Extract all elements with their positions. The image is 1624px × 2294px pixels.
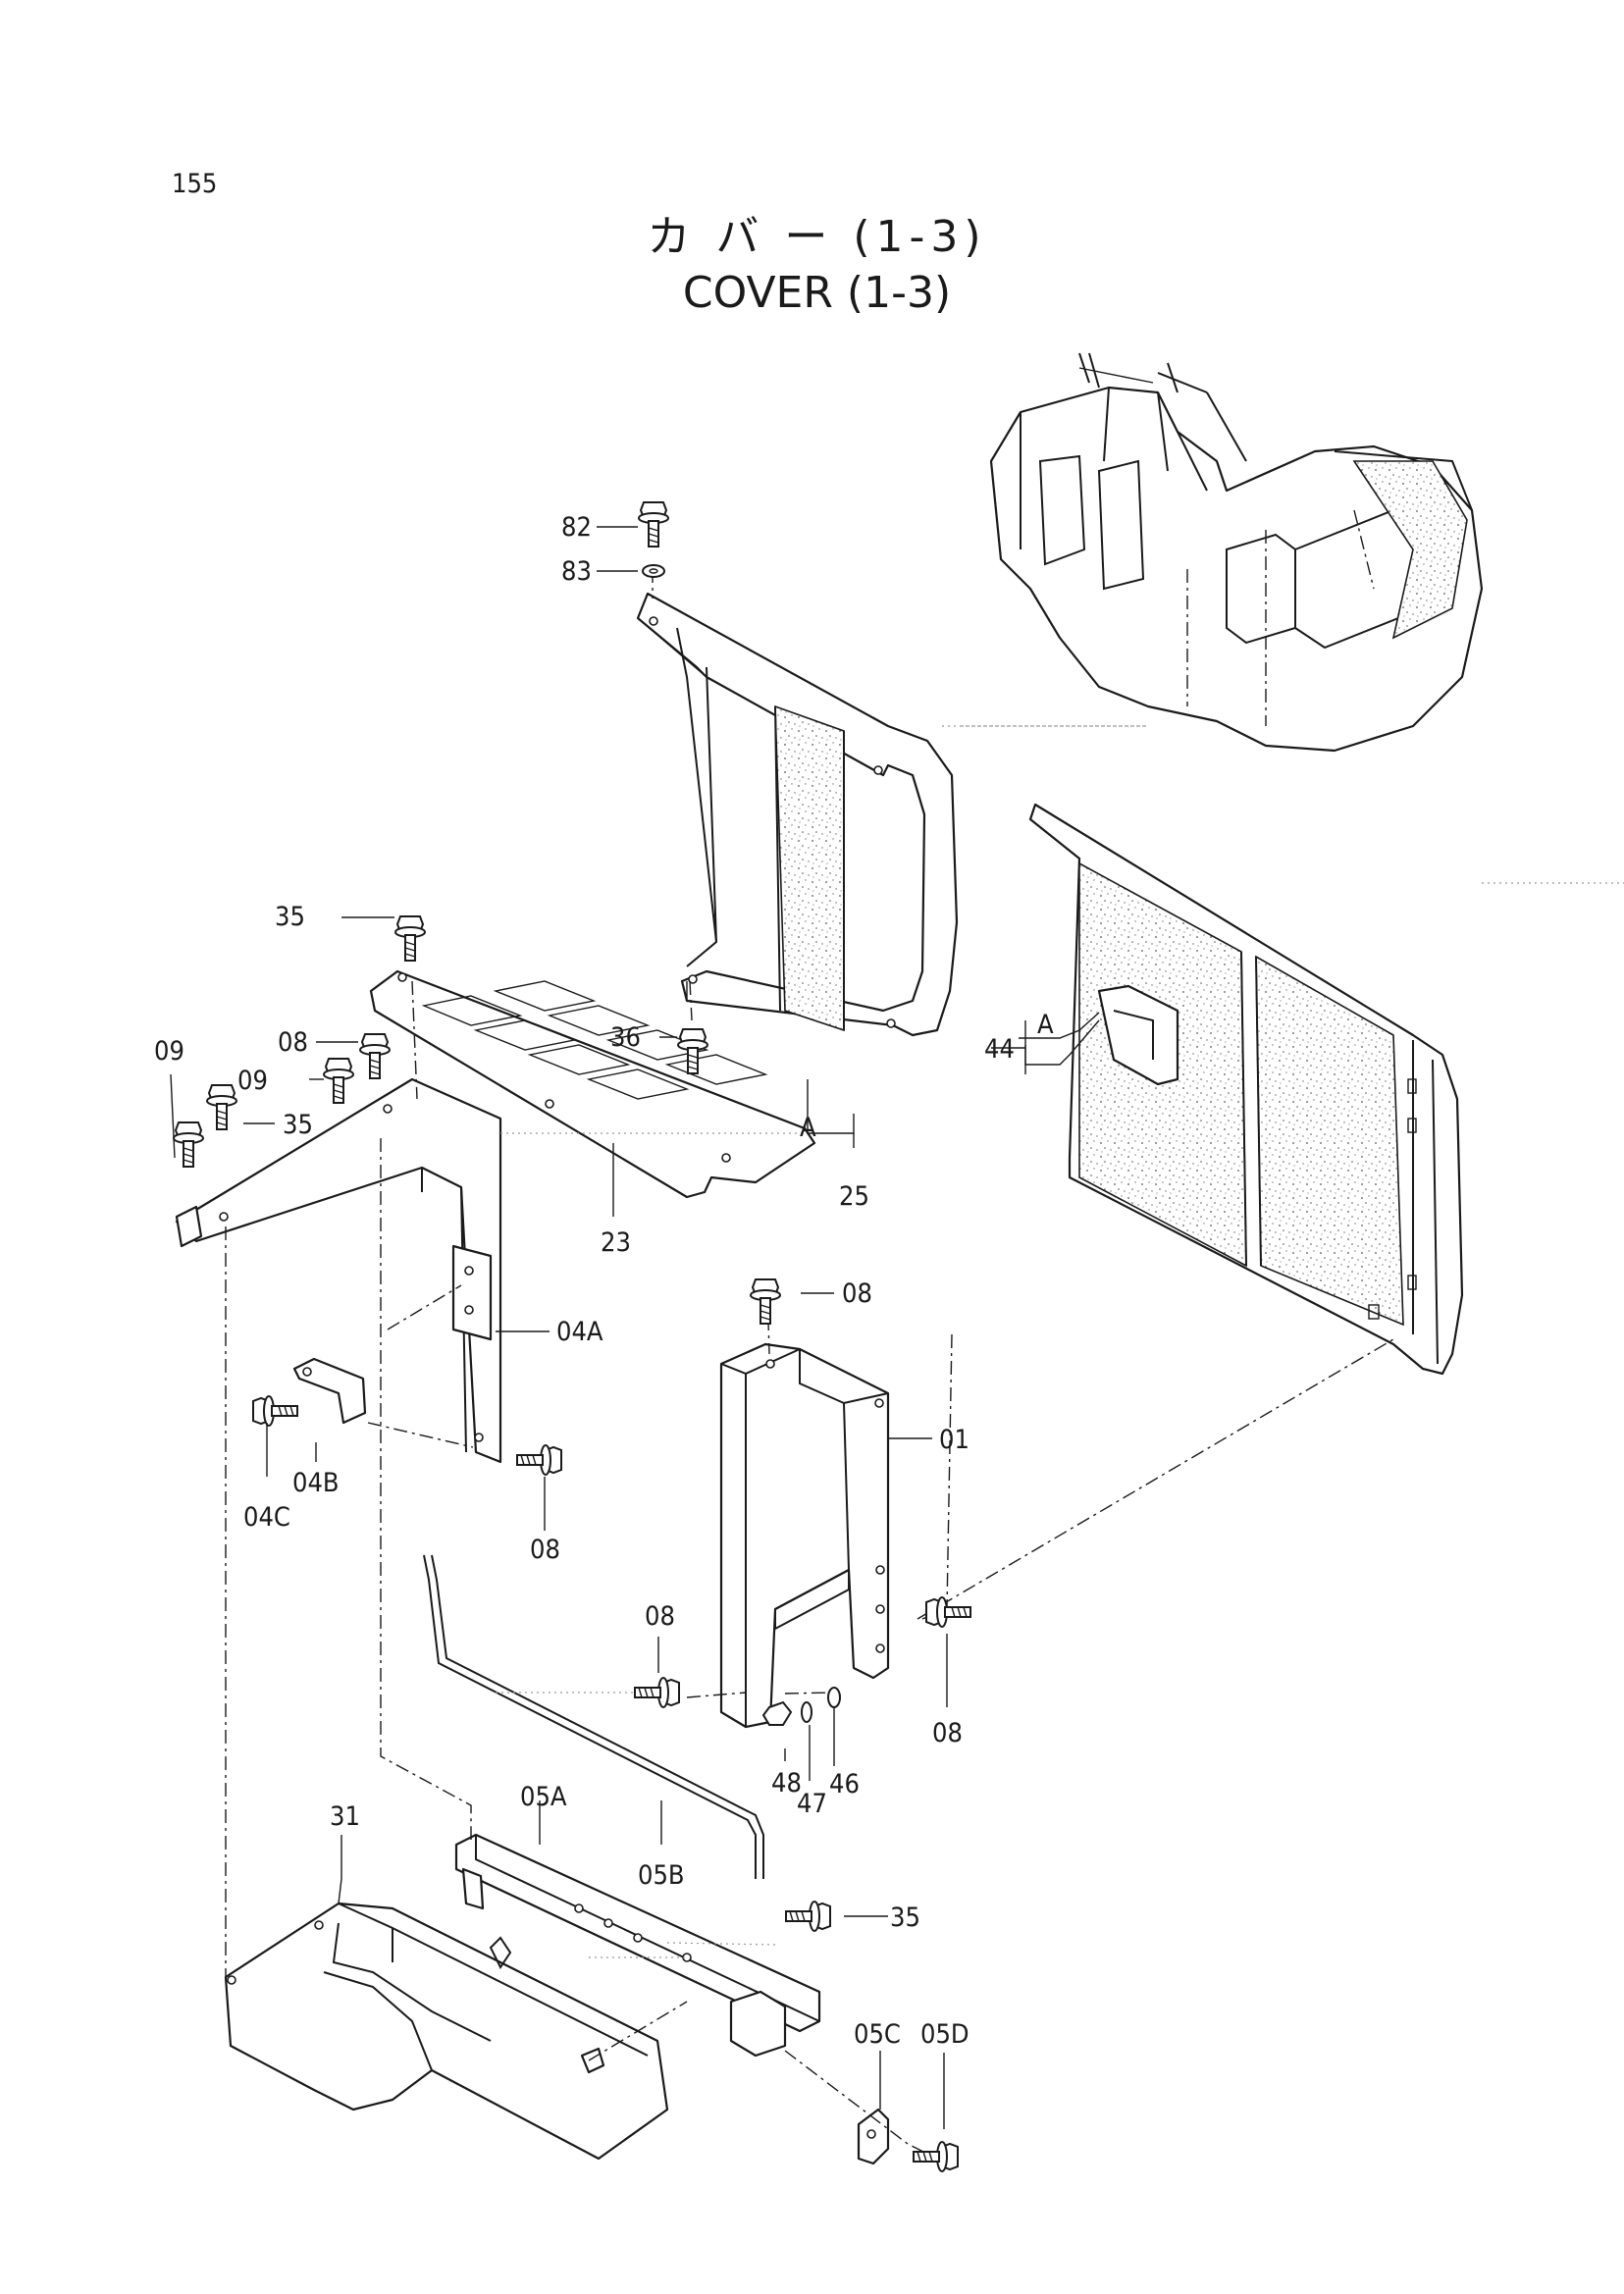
title-japanese: カ バ ー (1-3) bbox=[647, 212, 987, 262]
callout-23: 23 bbox=[601, 1227, 631, 1258]
hex-flange-bolt-icon bbox=[925, 1596, 971, 1628]
callout-04A: 04A bbox=[556, 1317, 603, 1347]
hex-flange-bolt-icon bbox=[323, 1058, 354, 1104]
callout-31: 31 bbox=[330, 1801, 360, 1832]
cover-part-25 bbox=[636, 592, 1148, 1037]
callout-48: 48 bbox=[771, 1768, 802, 1799]
frame-part-01 bbox=[719, 1342, 890, 1729]
hex-flange-bolt-icon bbox=[785, 1901, 831, 1932]
callout-labels: 82 83 35 36 09 08 09 35 A 25 23 A 44 04A… bbox=[154, 512, 1054, 2050]
machine-overview-illustration bbox=[962, 352, 1624, 884]
bracket-part-05C bbox=[857, 2108, 890, 2165]
callout-04C: 04C bbox=[243, 1502, 290, 1533]
callout-83: 83 bbox=[561, 556, 592, 587]
hex-nut-icon bbox=[761, 1700, 793, 1726]
callout-35: 35 bbox=[283, 1110, 313, 1140]
duct-part-31 bbox=[224, 1902, 669, 2161]
rod-part-05B bbox=[423, 1554, 764, 1879]
callout-08: 08 bbox=[645, 1601, 675, 1632]
callout-25: 25 bbox=[839, 1181, 869, 1212]
callout-46: 46 bbox=[829, 1769, 860, 1799]
callout-47: 47 bbox=[797, 1789, 827, 1819]
plate-part-23 bbox=[369, 969, 816, 1199]
callout-A: A bbox=[1037, 1010, 1054, 1040]
bar-part-05A bbox=[454, 1833, 821, 2058]
washer-icon bbox=[801, 1701, 812, 1723]
callout-A: A bbox=[800, 1113, 816, 1143]
callout-09: 09 bbox=[154, 1036, 184, 1067]
hex-flange-bolt-icon bbox=[638, 501, 669, 547]
hex-flange-bolt-icon bbox=[394, 915, 426, 962]
callout-36: 36 bbox=[610, 1022, 641, 1053]
callout-82: 82 bbox=[561, 512, 592, 543]
hex-flange-bolt-icon bbox=[206, 1084, 237, 1130]
callout-05A: 05A bbox=[520, 1782, 567, 1812]
page-number: 155 bbox=[172, 169, 218, 199]
hex-flange-bolt-icon bbox=[634, 1677, 680, 1708]
page-title: カ バ ー (1-3) COVER (1-3) bbox=[0, 201, 1624, 318]
callout-08: 08 bbox=[530, 1535, 560, 1565]
title-english: COVER (1-3) bbox=[682, 268, 952, 318]
hex-flange-bolt-icon bbox=[252, 1395, 298, 1427]
callout-08: 08 bbox=[278, 1027, 308, 1058]
callout-09: 09 bbox=[237, 1066, 268, 1096]
hex-flange-bolt-icon bbox=[913, 2141, 959, 2172]
callout-08: 08 bbox=[842, 1278, 872, 1309]
hex-flange-bolt-icon bbox=[750, 1278, 781, 1325]
washer-icon bbox=[827, 1687, 841, 1708]
bracket-part-04B bbox=[292, 1357, 367, 1425]
hex-flange-bolt-icon bbox=[677, 1028, 708, 1074]
callout-05C: 05C bbox=[854, 2019, 901, 2050]
cover-part-44 bbox=[1028, 803, 1464, 1376]
callout-05B: 05B bbox=[638, 1860, 685, 1891]
hex-flange-bolt-icon bbox=[173, 1121, 204, 1168]
callout-05D: 05D bbox=[920, 2019, 969, 2050]
fasteners bbox=[173, 501, 971, 2172]
callout-08: 08 bbox=[932, 1718, 963, 1748]
callout-35: 35 bbox=[890, 1903, 920, 1933]
callout-04B: 04B bbox=[292, 1468, 340, 1498]
callout-44: 44 bbox=[984, 1034, 1015, 1065]
bracket-part-04A bbox=[175, 1077, 502, 1464]
callout-01: 01 bbox=[939, 1425, 969, 1455]
hex-flange-bolt-icon bbox=[516, 1444, 562, 1476]
leader-lines bbox=[170, 526, 1100, 2129]
callout-35: 35 bbox=[275, 902, 305, 932]
hex-flange-bolt-icon bbox=[359, 1033, 391, 1079]
